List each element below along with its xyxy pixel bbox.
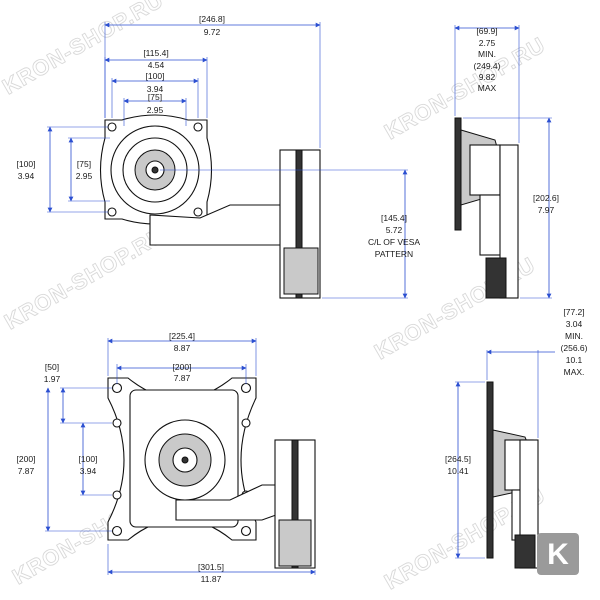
dim-side-depth-mm: [77.2]	[563, 307, 584, 317]
top-side-view: [69.9] 2.75 MIN. (249.4) 9.82 MAX [202.6…	[454, 25, 559, 299]
dim-vesa-75-h-mm: [75]	[148, 92, 162, 102]
dim-side-depth-mm2: (256.6)	[561, 343, 588, 353]
dim-centerline-mm: [145.4]	[381, 213, 407, 223]
mount-slot	[240, 525, 252, 537]
dim-vesa-100-v-in: 3.94	[80, 466, 97, 476]
watermark-text: KRON-SHOP.RU	[380, 32, 550, 144]
dim-side-depth-min: MIN.	[478, 49, 496, 59]
mount-hole	[193, 207, 203, 217]
side-vesa-plate	[454, 117, 462, 231]
wall-plate-channel	[295, 149, 303, 299]
mount-slot	[111, 525, 123, 537]
wall-plate-bracket	[283, 247, 319, 295]
bottom-front-view: [225.4] 8.87 [200] 7.87 [50] 1.97 [200] …	[17, 331, 316, 584]
dim-side-depth-in2: 9.82	[479, 72, 496, 82]
dim-vesa-115-in: 4.54	[148, 60, 165, 70]
dim-side-depth-min: MIN.	[565, 331, 583, 341]
top-front-view: [246.8] 9.72 [115.4] 4.54 [100] 3.94 [75…	[17, 14, 420, 299]
dim-side-height-in: 7.97	[538, 205, 555, 215]
dim-side-depth-mm2: (249.4)	[474, 61, 501, 71]
dim-vesa-100-h-mm: [100]	[146, 71, 165, 81]
dim-offset-50-mm: [50]	[45, 362, 59, 372]
dim-width-mm: [225.4]	[169, 331, 195, 341]
bottom-side-view: [77.2] 3.04 MIN. (256.6) 10.1 MAX. [264.…	[445, 307, 588, 569]
dim-offset-50-in: 1.97	[44, 374, 61, 384]
dim-vesa-100-v-in: 3.94	[18, 171, 35, 181]
mount-slot	[241, 418, 251, 428]
wall-plate-channel	[291, 439, 299, 569]
dim-vesa-100-v-mm: [100]	[17, 159, 36, 169]
side-tilt-body	[469, 144, 501, 196]
logo-badge	[537, 533, 579, 575]
k-logo: K	[537, 533, 579, 575]
mount-slot	[111, 382, 123, 394]
dim-centerline-label1: C/L OF VESA	[368, 237, 420, 247]
watermark-text: KRON-SHOP.RU	[0, 222, 170, 334]
dim-side-depth-mm: [69.9]	[476, 26, 497, 36]
dim-vesa-200-v-in: 7.87	[18, 466, 35, 476]
dim-vesa-75-v-mm: [75]	[77, 159, 91, 169]
mount-slot	[112, 490, 122, 500]
dim-vesa-200-v-mm: [200]	[17, 454, 36, 464]
dim-vesa-200-h-in: 7.87	[174, 373, 191, 383]
dim-side-depth-in: 3.04	[566, 319, 583, 329]
side-bracket	[485, 257, 507, 299]
center-dot	[151, 166, 159, 174]
dim-vesa-100-v-mm: [100]	[79, 454, 98, 464]
mount-hole	[193, 122, 203, 132]
mount-slot	[112, 418, 122, 428]
dim-vesa-75-v-in: 2.95	[76, 171, 93, 181]
dim-side-depth-in: 2.75	[479, 38, 496, 48]
dim-vesa-115-mm: [115.4]	[143, 48, 168, 58]
center-dot	[181, 456, 189, 464]
dim-overall-width-in: 11.87	[201, 574, 222, 584]
dim-side-height-in: 10.41	[447, 466, 469, 476]
dim-side-depth-max: MAX	[478, 83, 497, 93]
wall-plate-bracket	[278, 519, 312, 567]
dim-side-height-mm: [202.6]	[533, 193, 559, 203]
dim-overall-width-mm: [246.8]	[199, 14, 225, 24]
mount-slot	[240, 382, 252, 394]
dim-centerline-in: 5.72	[386, 225, 403, 235]
mount-hole	[107, 207, 117, 217]
side-vesa-plate	[486, 381, 494, 559]
dim-overall-width-mm: [301.5]	[198, 562, 224, 572]
dim-side-depth-in2: 10.1	[566, 355, 583, 365]
dim-centerline-label2: PATTERN	[375, 249, 413, 259]
dim-width-in: 8.87	[174, 343, 191, 353]
dim-vesa-100-h-in: 3.94	[147, 84, 164, 94]
logo-letter: K	[547, 538, 569, 571]
dim-side-height-mm: [264.5]	[445, 454, 471, 464]
dim-vesa-200-h-mm: [200]	[173, 362, 192, 372]
dim-vesa-75-h-in: 2.95	[147, 105, 164, 115]
mount-hole	[107, 122, 117, 132]
side-bracket	[514, 534, 536, 569]
dim-overall-width-in: 9.72	[204, 27, 221, 37]
dim-side-depth-max: MAX.	[564, 367, 585, 377]
